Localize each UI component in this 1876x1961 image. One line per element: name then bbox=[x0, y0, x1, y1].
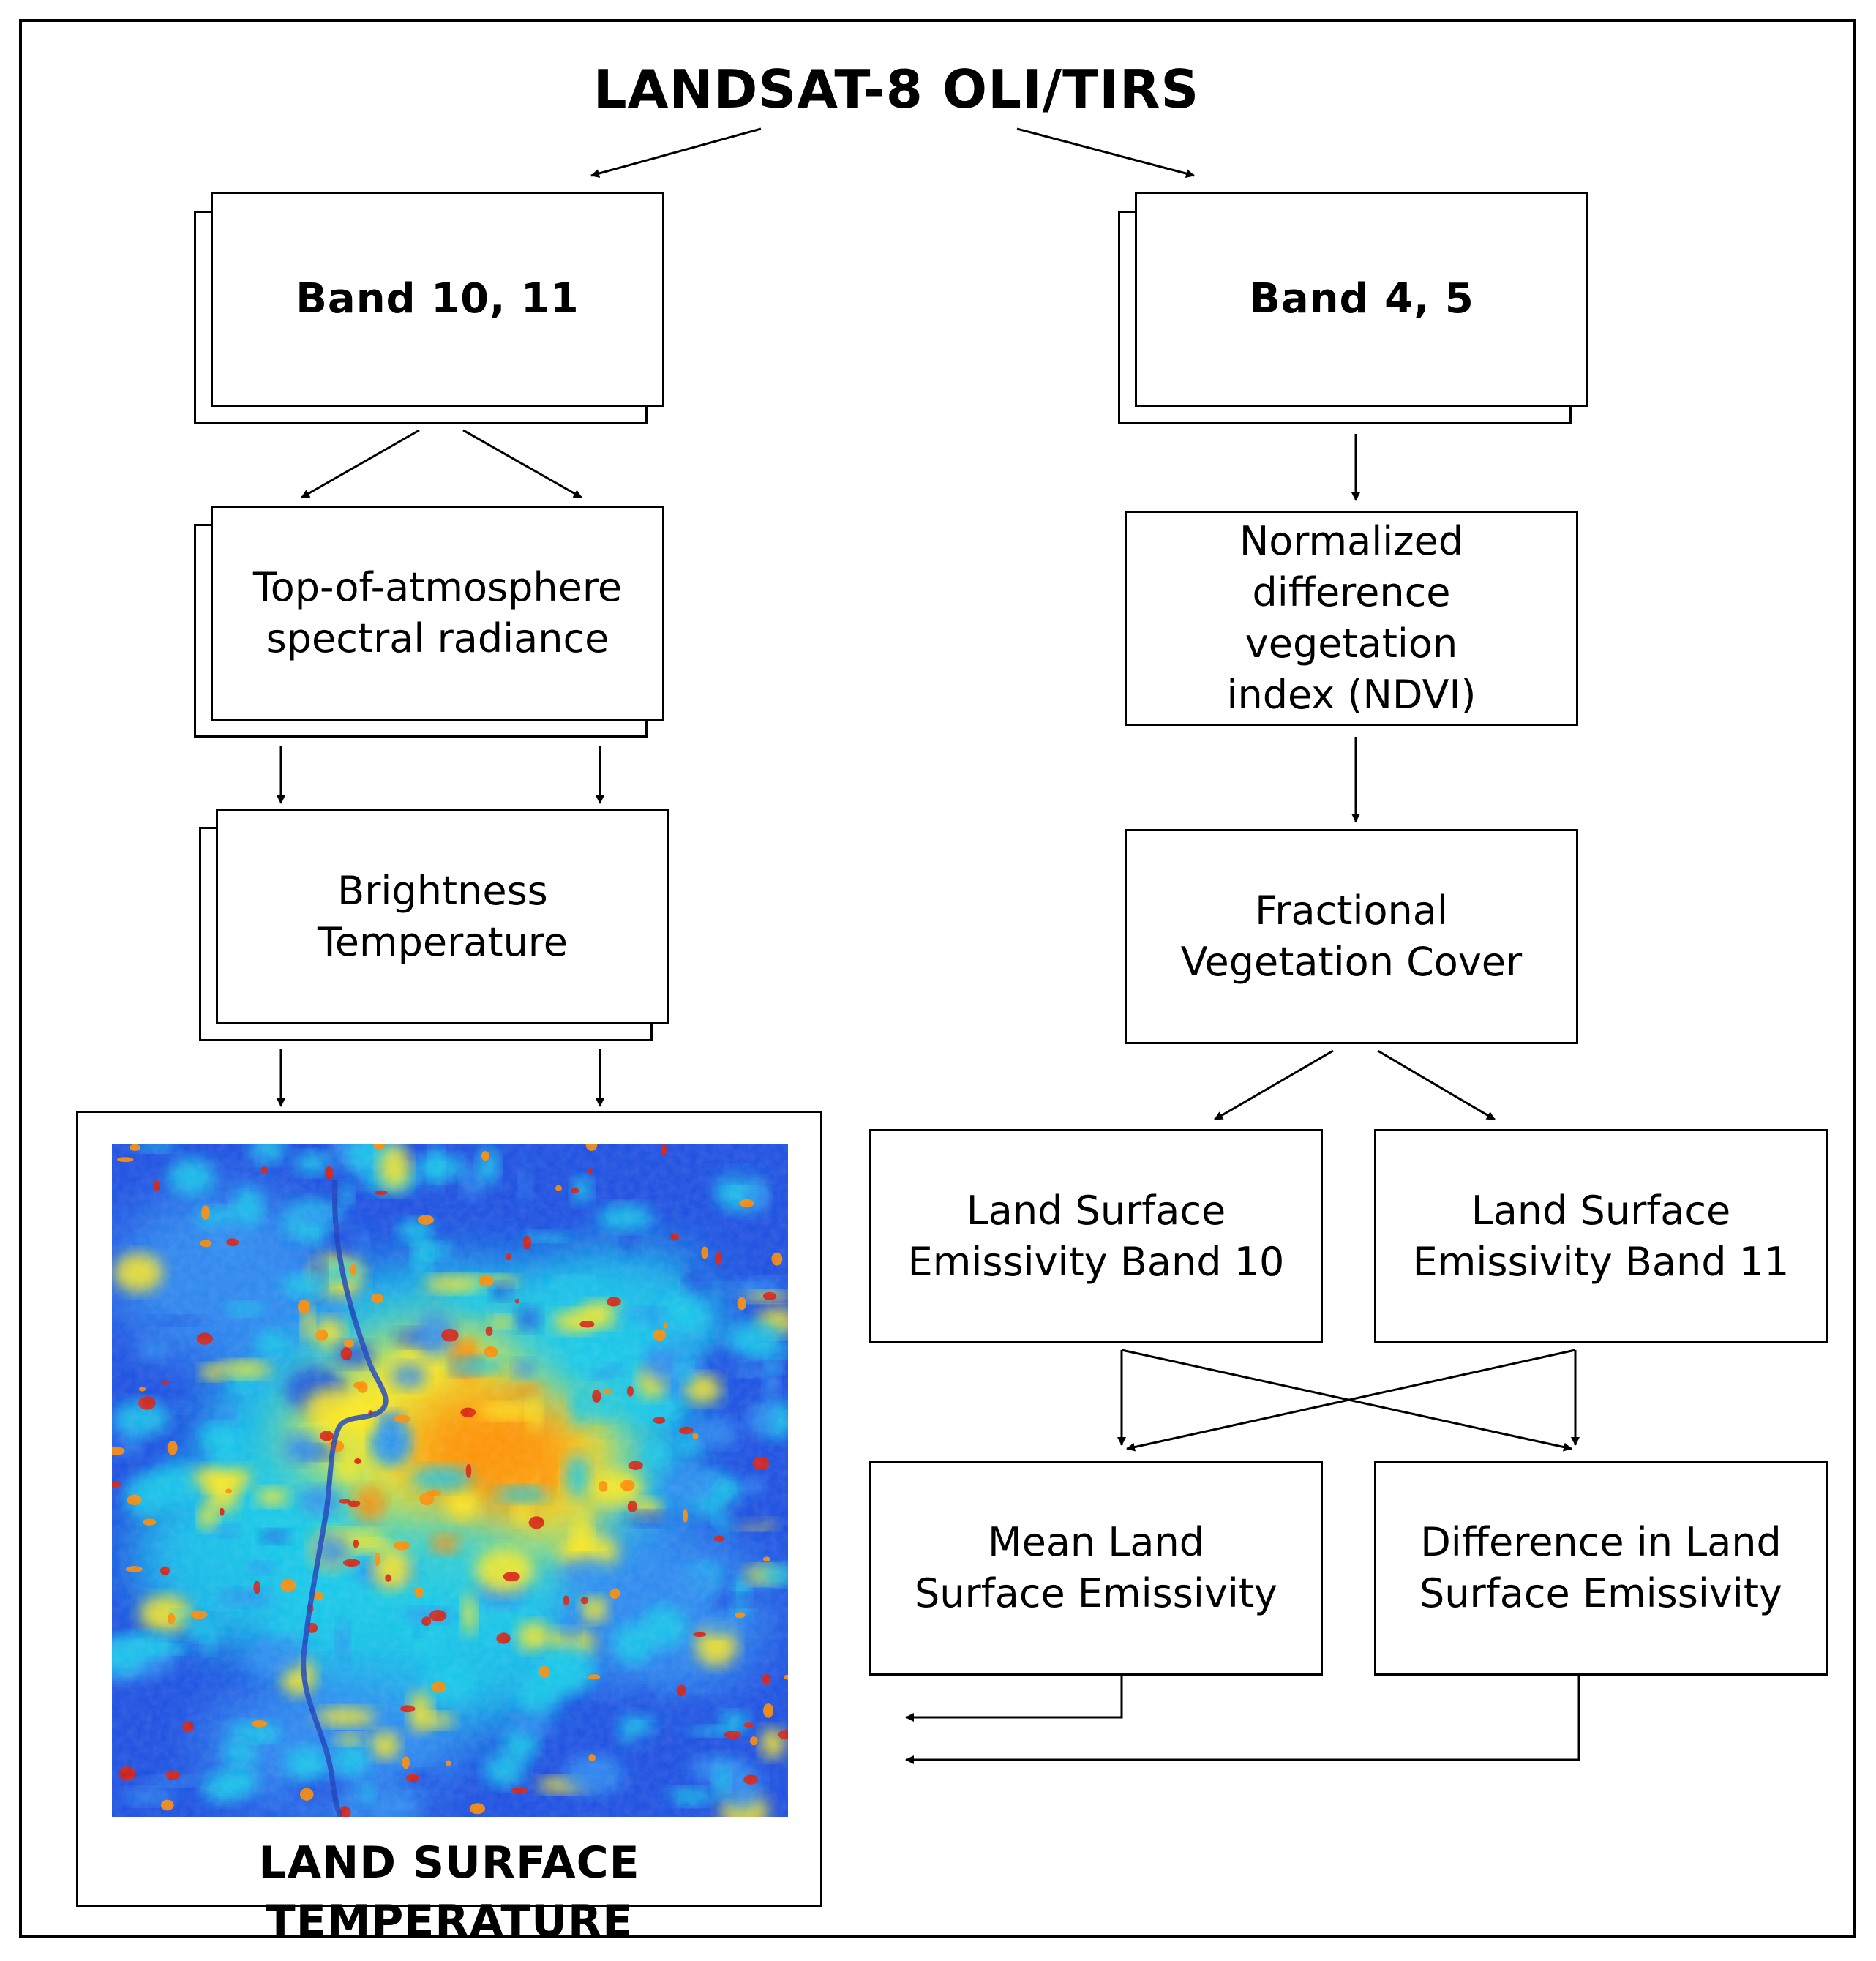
toa-radiance-node: Top-of-atmosphere spectral radiance bbox=[211, 506, 664, 721]
diagram-frame bbox=[19, 19, 1856, 1938]
brightness-temperature-node: Brightness Temperature bbox=[216, 809, 669, 1024]
band-10-11-node: Band 10, 11 bbox=[211, 192, 664, 407]
arrow-title-to-band-10-11 bbox=[590, 127, 762, 178]
arrow-band-10-11-to-toa-right bbox=[462, 429, 582, 499]
mean-lse-node: Mean Land Surface Emissivity bbox=[869, 1461, 1323, 1676]
lse-band-10-node: Land Surface Emissivity Band 10 bbox=[869, 1129, 1323, 1343]
diagram-title: LANDSAT-8 OLI/TIRS bbox=[593, 59, 1200, 120]
arrow-band-10-11-to-toa-left bbox=[301, 429, 420, 499]
lse-band-11-node: Land Surface Emissivity Band 11 bbox=[1374, 1129, 1828, 1343]
land-surface-temperature-panel: LAND SURFACE TEMPERATURE bbox=[76, 1111, 822, 1947]
land-surface-temperature-label: LAND SURFACE TEMPERATURE bbox=[258, 1837, 640, 1947]
arrow-fvc-to-lse-11 bbox=[1377, 1049, 1496, 1121]
lst-heatmap-image bbox=[112, 1144, 788, 1817]
land-surface-temperature-map bbox=[112, 1144, 788, 1817]
fractional-vegetation-cover-node: Fractional Vegetation Cover bbox=[1125, 829, 1578, 1044]
arrow-mean-to-lst bbox=[905, 1676, 1123, 1722]
arrow-title-to-band-4-5 bbox=[1016, 127, 1195, 178]
ndvi-node: Normalized difference vegetation index (… bbox=[1125, 511, 1578, 726]
arrow-fvc-to-lse-10 bbox=[1214, 1049, 1334, 1121]
arrow-lse-11-to-mean bbox=[1126, 1349, 1576, 1452]
arrow-difference-to-lst bbox=[905, 1676, 1580, 1764]
difference-lse-node: Difference in Land Surface Emissivity bbox=[1374, 1461, 1828, 1676]
band-4-5-node: Band 4, 5 bbox=[1135, 192, 1588, 407]
